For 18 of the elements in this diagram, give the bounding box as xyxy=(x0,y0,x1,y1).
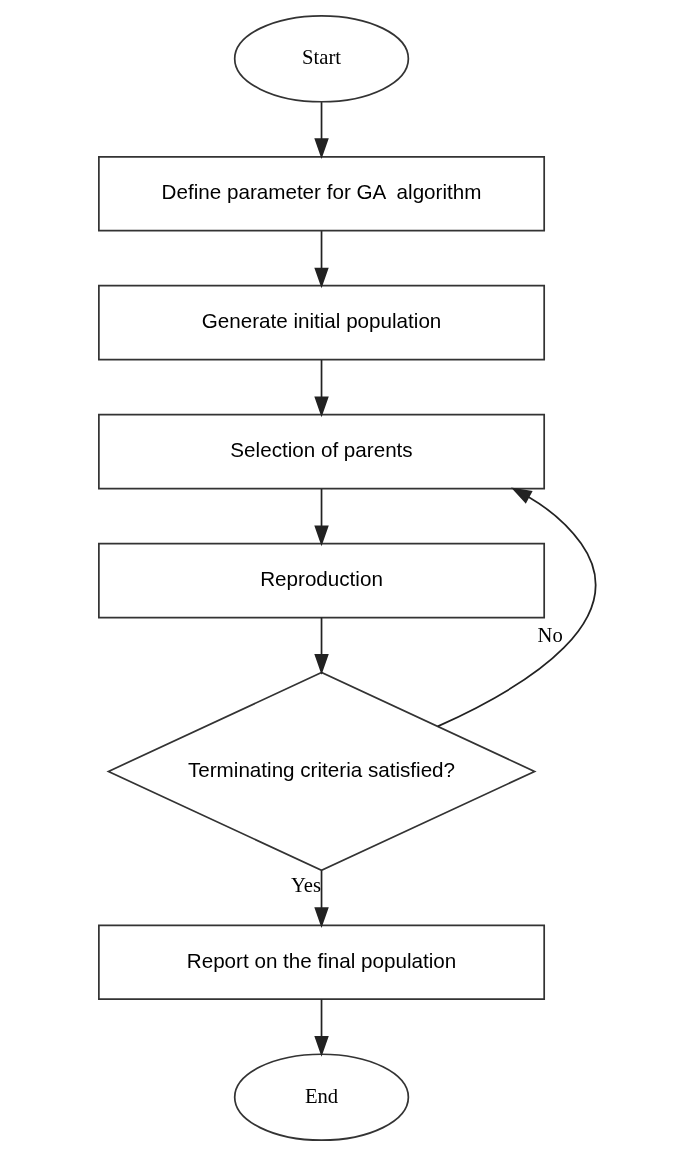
arrow xyxy=(313,869,329,928)
node-box: Define parameter for GA algorithm xyxy=(97,155,545,232)
arrow xyxy=(313,616,329,675)
arrow xyxy=(313,359,329,418)
node-box: Generate initial population xyxy=(97,284,545,361)
arrow xyxy=(313,998,329,1057)
arrow xyxy=(313,230,329,289)
arrow xyxy=(436,487,596,728)
node-box: Selection of parents xyxy=(97,413,545,490)
node-ellipse: End xyxy=(233,1053,409,1142)
edge-label: Yes xyxy=(290,874,321,897)
node-diamond: Terminating criteria satisfied? xyxy=(105,671,537,872)
arrow xyxy=(313,101,329,160)
node-ellipse: Start xyxy=(233,14,409,103)
node-box: Reproduction xyxy=(97,542,545,619)
node-box: Report on the final population xyxy=(97,924,545,1001)
edge-label: No xyxy=(537,623,563,646)
arrow xyxy=(313,488,329,547)
